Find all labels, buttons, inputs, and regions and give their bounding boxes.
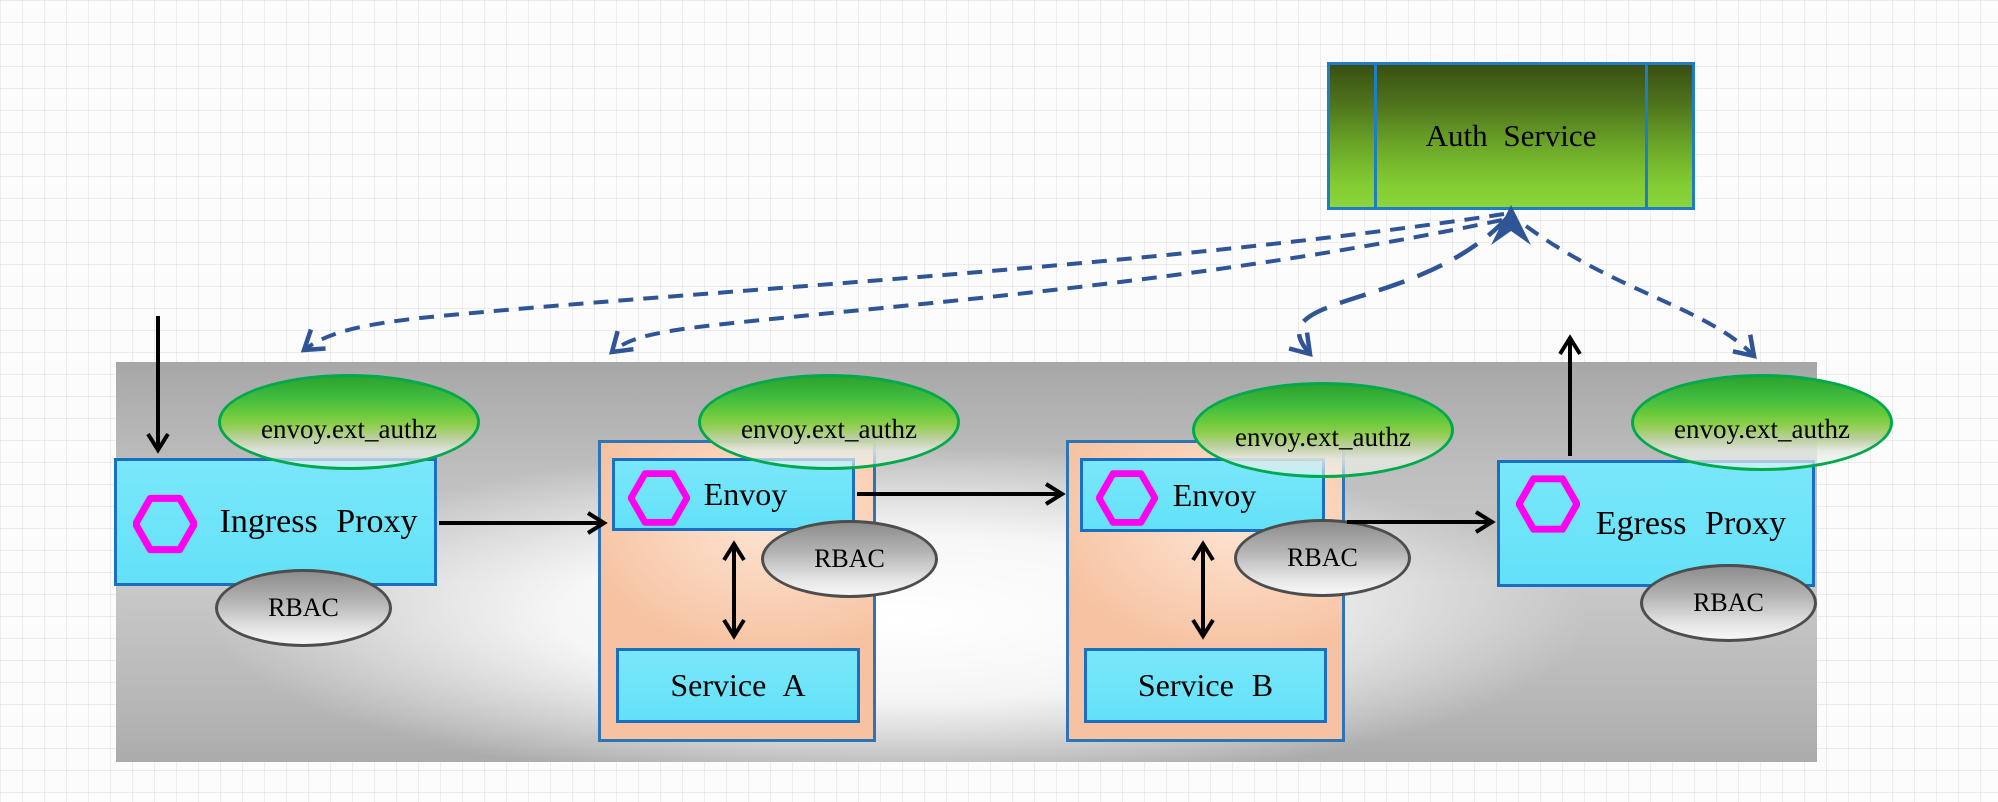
envoy-logo-icon [628,470,690,526]
ext-authz-label: envoy.ext_authz [1235,421,1411,452]
rbac-label: RBAC [1287,543,1358,572]
ext-authz-filter-ingress: envoy.ext_authz [218,374,480,470]
ingress-proxy-node: Ingress Proxy [114,458,437,586]
rbac-filter-egress: RBAC [1640,564,1817,642]
auth-service-node: Auth Service [1327,62,1695,210]
dashed-arrow-auth-ext-authz-ingress [300,212,1505,353]
dashed-arrow-auth-ext-authz-egress [1524,224,1757,359]
envoy-b-label: Envoy [1172,476,1257,513]
rbac-filter-ingress: RBAC [215,569,392,647]
rbac-label: RBAC [1693,588,1764,617]
envoy-b-node: Envoy [1080,458,1325,532]
envoy-logo-icon [1516,475,1580,533]
rbac-filter-pod-a: RBAC [761,520,938,598]
ext-authz-label: envoy.ext_authz [741,413,917,444]
envoy-a-node: Envoy [612,458,855,531]
ingress-proxy-label: Ingress Proxy [219,503,418,540]
ext-authz-filter-egress: envoy.ext_authz [1631,374,1893,471]
service-a-node: Service A [616,648,860,723]
rbac-label: RBAC [814,544,885,573]
rbac-label: RBAC [268,593,339,622]
auth-left-bar [1374,65,1377,207]
envoy-logo-icon [1096,470,1158,526]
rbac-filter-pod-b: RBAC [1234,519,1411,597]
dashed-arrow-auth-ext-authz-pod-b [1288,215,1510,358]
ext-authz-filter-pod-b: envoy.ext_authz [1192,382,1454,478]
ext-authz-label: envoy.ext_authz [261,413,437,444]
ext-authz-label: envoy.ext_authz [1674,414,1850,444]
envoy-a-label: Envoy [703,476,788,512]
egress-proxy-label: Egress Proxy [1595,504,1787,542]
ext-authz-filter-pod-a: envoy.ext_authz [698,374,960,470]
service-a-label: Service A [670,667,806,703]
envoy-logo-icon [133,494,197,554]
dashed-arrow-auth-ext-authz-pod-a [608,218,1503,355]
auth-service-label: Auth Service [1425,118,1597,153]
service-b-node: Service B [1084,648,1327,723]
egress-proxy-node: Egress Proxy [1497,460,1815,587]
service-b-label: Service B [1137,667,1274,703]
auth-right-bar [1645,65,1648,207]
arrowhead-into-auth-service [1491,205,1531,245]
